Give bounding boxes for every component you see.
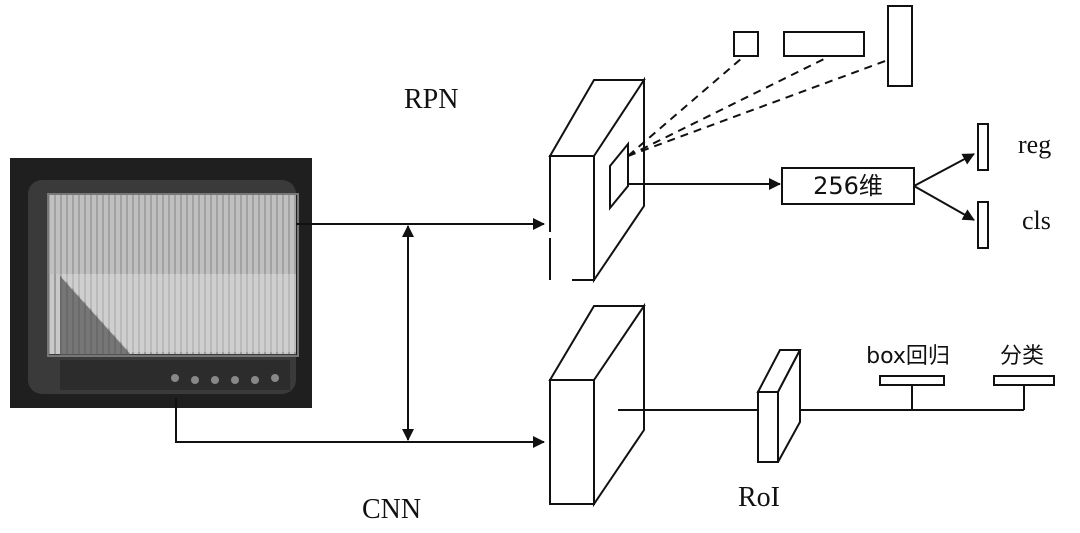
box-regression-label: box回归 — [866, 344, 950, 369]
arrow-to-cnn — [175, 398, 545, 448]
cls-output-bar — [977, 201, 989, 249]
feature-256d-label: 256维 — [813, 172, 883, 200]
arrow-to-cls — [913, 185, 975, 221]
box-regression-output — [879, 375, 945, 386]
cnn-label: CNN — [362, 494, 421, 525]
cnn-block — [548, 302, 646, 508]
rpn-block — [548, 76, 646, 284]
roi-label: RoI — [738, 482, 780, 513]
classification-output — [993, 375, 1055, 386]
classification-label: 分类 — [1000, 344, 1044, 369]
roi-block — [756, 349, 802, 463]
sliding-window — [609, 141, 629, 211]
anchor-boxes — [627, 5, 913, 157]
feature-256d-box — [781, 167, 915, 205]
rpn-label: RPN — [404, 84, 458, 115]
reg-label: reg — [1018, 130, 1051, 159]
cls-label: cls — [1022, 206, 1051, 235]
arrow-to-reg — [913, 153, 975, 187]
input-image — [10, 158, 312, 408]
reg-output-bar — [977, 123, 989, 171]
